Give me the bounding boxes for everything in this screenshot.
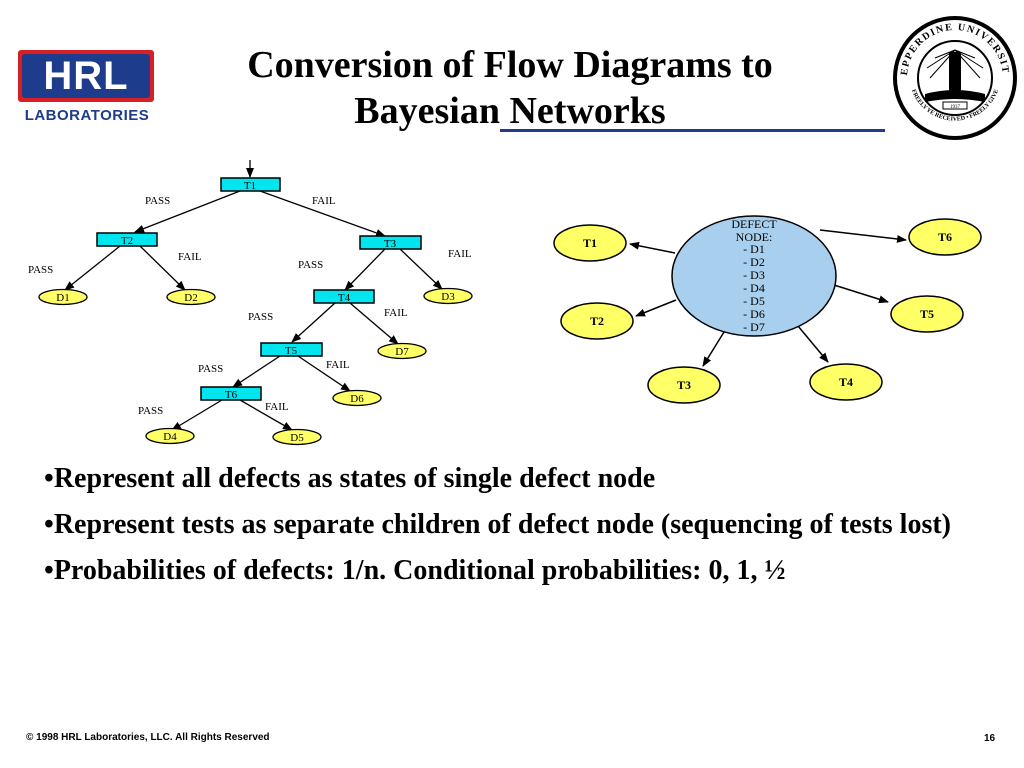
test-boxes: T1 T2 T3 T4 T5 T6 [96, 177, 422, 401]
title-line-2: Bayesian Networks [354, 90, 666, 132]
defect-d7: D7 [377, 342, 427, 360]
bn-node-t2: T2 [560, 302, 634, 340]
title-line-1: Conversion of Flow Diagrams to [247, 44, 773, 86]
defect-d2: D2 [166, 288, 216, 306]
bn-node-label: T4 [839, 375, 853, 389]
test-label: T5 [285, 345, 298, 357]
bn-node-label: T2 [590, 314, 604, 328]
bn-node-t1: T1 [553, 224, 627, 262]
defect-label: D7 [395, 346, 409, 358]
label-fail: FAIL [326, 359, 350, 371]
bullet-text: Represent all defects as states of singl… [53, 463, 656, 494]
flow-diagram [64, 160, 443, 431]
defect-node-line: - D1 [743, 242, 765, 256]
page-number: 16 [984, 733, 996, 744]
bullet-text: Probabilities of defects: 1/n. Condition… [53, 555, 786, 586]
hrl-logo: HRL LABORATORIES [18, 50, 156, 128]
bn-node-label: T1 [583, 236, 597, 250]
bullet-text: Represent tests as separate children of … [53, 509, 951, 540]
defect-d1: D1 [38, 288, 88, 306]
label-pass: PASS [198, 363, 223, 375]
diagrams: PASS FAIL PASS FAIL PASS FAIL PASS FAIL … [28, 160, 982, 446]
test-label: T2 [121, 235, 133, 247]
test-box-t2: T2 [96, 232, 158, 247]
defect-d6: D6 [332, 389, 382, 407]
test-label: T4 [338, 292, 351, 304]
bn-node-t3: T3 [647, 366, 721, 404]
label-fail: FAIL [265, 401, 289, 413]
logo-subtitle: LABORATORIES [24, 107, 150, 124]
defect-label: D2 [184, 292, 197, 304]
test-label: T6 [225, 389, 238, 401]
logo-mark: HRL [22, 54, 150, 98]
label-pass: PASS [138, 405, 163, 417]
defect-node-line: - D7 [743, 320, 765, 334]
bullet-item: •Represent all defects as states of sing… [44, 463, 656, 494]
label-pass: PASS [28, 264, 53, 276]
university-seal: 1937 PEPPERDINE UNIVERSITY FREELY YE REC… [885, 10, 1017, 140]
bullet-item: •Probabilities of defects: 1/n. Conditio… [44, 555, 786, 586]
test-label: T3 [384, 238, 397, 250]
bayesian-network: DEFECT NODE: - D1 - D2 - D3 - D4 - D5 - … [553, 215, 982, 404]
label-pass: PASS [145, 195, 170, 207]
label-pass: PASS [298, 259, 323, 271]
bn-node-label: T6 [938, 230, 952, 244]
defect-node-line: - D2 [743, 255, 765, 269]
test-box-t4: T4 [313, 289, 375, 304]
test-box-t1: T1 [220, 177, 281, 192]
defect-label: D6 [350, 393, 364, 405]
test-box-t3: T3 [359, 235, 422, 250]
title-underline [500, 129, 885, 132]
defect-label: D1 [56, 292, 69, 304]
defect-node-line: - D5 [743, 294, 765, 308]
defect-nodes: D1 D2 D3 D7 D6 D4 D5 [38, 287, 473, 446]
defect-node-line: NODE: [736, 230, 773, 244]
defect-node-line: - D3 [743, 268, 765, 282]
bn-node-label: T3 [677, 378, 691, 392]
test-box-t5: T5 [260, 342, 323, 357]
bn-node-t4: T4 [809, 363, 883, 401]
defect-label: D3 [441, 291, 455, 303]
defect-node-line: DEFECT [731, 217, 777, 231]
copyright: © 1998 HRL Laboratories, LLC. All Rights… [26, 732, 270, 743]
defect-d4: D4 [145, 427, 195, 445]
test-box-t6: T6 [200, 386, 262, 401]
defect-node-line: - D4 [743, 281, 765, 295]
slide-title: Conversion of Flow Diagrams to Bayesian … [180, 42, 840, 134]
label-fail: FAIL [178, 251, 202, 263]
defect-d3: D3 [423, 287, 473, 305]
defect-node: DEFECT NODE: - D1 - D2 - D3 - D4 - D5 - … [671, 215, 837, 337]
bn-node-t5: T5 [890, 295, 964, 333]
defect-node-line: - D6 [743, 307, 765, 321]
label-fail: FAIL [312, 195, 336, 207]
bullet-list: •Represent all defects as states of sing… [44, 462, 984, 600]
defect-d5: D5 [272, 428, 322, 446]
label-pass: PASS [248, 311, 273, 323]
defect-label: D4 [163, 431, 177, 443]
seal-year: 1937 [950, 105, 961, 110]
label-fail: FAIL [448, 248, 472, 260]
bn-node-label: T5 [920, 307, 934, 321]
defect-label: D5 [290, 432, 304, 444]
bullet-item: •Represent tests as separate children of… [44, 509, 951, 540]
label-fail: FAIL [384, 307, 408, 319]
test-label: T1 [244, 180, 256, 192]
bn-node-t6: T6 [908, 218, 982, 256]
